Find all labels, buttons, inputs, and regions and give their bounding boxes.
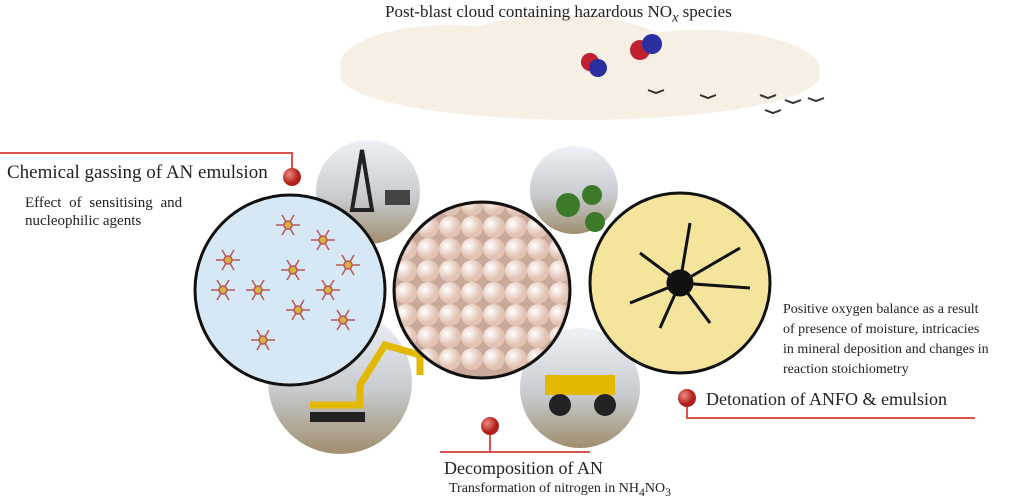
- prill: [505, 304, 527, 326]
- prill: [483, 282, 505, 304]
- prill: [527, 326, 549, 348]
- prill: [461, 238, 483, 260]
- prill: [417, 260, 439, 282]
- prill: [439, 238, 461, 260]
- detonation-heading: Detonation of ANFO & emulsion: [706, 389, 947, 409]
- prill: [439, 260, 461, 282]
- detonation-marker: [678, 389, 696, 407]
- prill: [396, 260, 417, 282]
- prill: [527, 282, 549, 304]
- prill: [439, 348, 461, 370]
- prill: [461, 304, 483, 326]
- prill: [483, 348, 505, 370]
- molecule-icons: [210, 214, 361, 351]
- decomposition-desc: Transformation of nitrogen in NH4NO3: [449, 481, 671, 499]
- prill: [571, 304, 593, 326]
- prill: [527, 304, 549, 326]
- prill: [461, 326, 483, 348]
- gassing-heading: Chemical gassing of AN emulsion: [7, 162, 268, 183]
- prill: [571, 238, 593, 260]
- prill: [505, 282, 527, 304]
- connector-lines: [0, 152, 975, 453]
- prill: [439, 326, 461, 348]
- prill: [505, 260, 527, 282]
- prill: [417, 282, 439, 304]
- prill: [505, 348, 527, 370]
- prill: [483, 216, 505, 238]
- gassing-desc-1: Effect of sensitising and: [25, 195, 183, 211]
- birds-icon: [647, 89, 825, 115]
- prill: [417, 304, 439, 326]
- gassing-marker: [283, 168, 301, 186]
- cloud: [340, 15, 820, 120]
- no-molecule-icon: [581, 34, 662, 77]
- prill: [461, 282, 483, 304]
- prill: [483, 326, 505, 348]
- prill: [461, 216, 483, 238]
- decomposition-marker: [481, 417, 499, 435]
- trees-scene: [530, 146, 618, 234]
- prill: [483, 238, 505, 260]
- prill: [461, 348, 483, 370]
- prill: [505, 326, 527, 348]
- prill: [396, 282, 417, 304]
- prill: [417, 204, 439, 216]
- prill: [439, 282, 461, 304]
- emulsion-circle: [193, 193, 387, 387]
- prill: [505, 216, 527, 238]
- prill: [417, 238, 439, 260]
- prill: [461, 204, 483, 216]
- prill: [461, 260, 483, 282]
- prill: [417, 326, 439, 348]
- gassing-desc-2: nucleophilic agents: [25, 213, 142, 229]
- prill: [439, 304, 461, 326]
- prill: [483, 204, 505, 216]
- diagram-title: Post-blast cloud containing hazardous NO…: [385, 2, 732, 26]
- prill: [527, 260, 549, 282]
- prill: [527, 238, 549, 260]
- decomposition-heading: Decomposition of AN: [444, 458, 603, 478]
- prill: [549, 282, 568, 304]
- prill: [505, 238, 527, 260]
- explosion-icon: [629, 222, 751, 329]
- prill: [483, 260, 505, 282]
- prill: [439, 216, 461, 238]
- prill: [483, 304, 505, 326]
